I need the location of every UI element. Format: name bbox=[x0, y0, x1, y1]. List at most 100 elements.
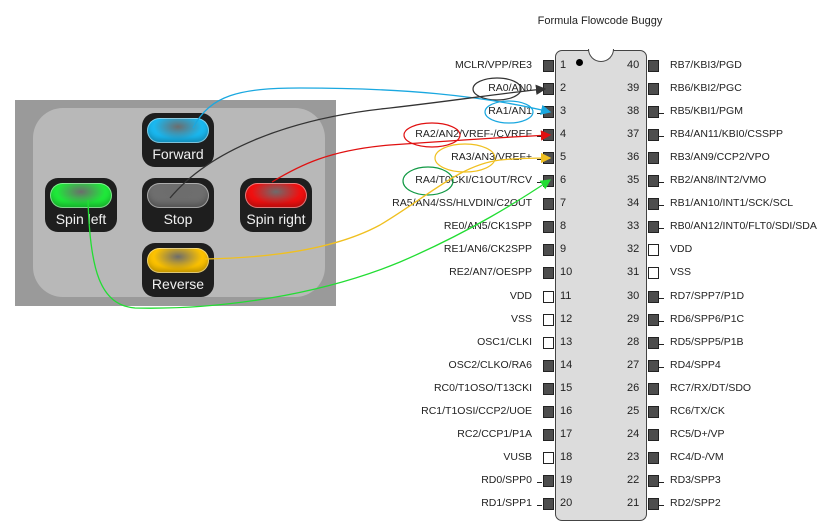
pin-21[interactable] bbox=[648, 497, 659, 510]
forward-led bbox=[147, 118, 209, 143]
pin-2[interactable] bbox=[543, 83, 554, 96]
pin-label: RB2/AN8/INT2/VMO bbox=[670, 174, 767, 187]
spin-left-button[interactable]: Spin left bbox=[45, 178, 117, 232]
pin-number: 19 bbox=[560, 473, 573, 486]
spin-left-label: Spin left bbox=[55, 211, 107, 227]
pin-label: RE0/AN5/CK1SPP bbox=[443, 220, 532, 233]
pin-29[interactable] bbox=[648, 313, 659, 326]
pin-13[interactable] bbox=[543, 336, 554, 349]
pin-stub bbox=[659, 182, 664, 184]
pin-stub bbox=[659, 297, 664, 299]
pin-4[interactable] bbox=[543, 129, 554, 142]
pin-number: 5 bbox=[560, 151, 567, 164]
spin-right-led bbox=[245, 183, 307, 208]
pin-34[interactable] bbox=[648, 198, 659, 211]
pin-stub bbox=[537, 159, 542, 161]
pin-label: RB7/KBI3/PGD bbox=[670, 59, 742, 71]
pin-1[interactable] bbox=[543, 60, 554, 72]
pin-32[interactable] bbox=[648, 244, 659, 257]
pin1-marker bbox=[576, 59, 583, 66]
pin-23[interactable] bbox=[648, 451, 659, 464]
pin-number: 6 bbox=[560, 174, 567, 187]
pin-label: OSC2/CLKO/RA6 bbox=[448, 358, 532, 371]
pin-number: 4 bbox=[560, 128, 567, 141]
pin-number: 14 bbox=[560, 358, 573, 371]
pin-14[interactable] bbox=[543, 359, 554, 372]
pin-24[interactable] bbox=[648, 428, 659, 441]
pin-number: 23 bbox=[627, 450, 640, 463]
spin-left-led bbox=[50, 183, 112, 208]
pin-18[interactable] bbox=[543, 451, 554, 464]
pin-39[interactable] bbox=[648, 83, 659, 96]
pin-label: RB5/KBI1/PGM bbox=[670, 105, 743, 118]
pin-label: RE1/AN6/CK2SPP bbox=[443, 243, 532, 256]
pin-30[interactable] bbox=[648, 290, 659, 303]
stop-label: Stop bbox=[163, 211, 193, 227]
pin-number: 9 bbox=[560, 243, 567, 256]
pin-label: VDD bbox=[670, 243, 693, 256]
forward-button[interactable]: Forward bbox=[142, 113, 214, 167]
pin-label: RB6/KBI2/PGC bbox=[670, 82, 742, 95]
pin-label: RC5/D+/VP bbox=[670, 427, 725, 440]
pin-stub bbox=[659, 481, 664, 483]
pin-label: RC7/RX/DT/SDO bbox=[670, 381, 752, 394]
pin-16[interactable] bbox=[543, 405, 554, 418]
pin-stub bbox=[537, 90, 542, 92]
pin-38[interactable] bbox=[648, 106, 659, 119]
pin-40[interactable] bbox=[648, 60, 659, 72]
pin-number: 33 bbox=[627, 220, 640, 233]
pin-label: OSC1/CLKI bbox=[477, 335, 532, 348]
pin-36[interactable] bbox=[648, 152, 659, 165]
pin-37[interactable] bbox=[648, 129, 659, 142]
pin-number: 17 bbox=[560, 427, 573, 440]
pin-number: 18 bbox=[560, 450, 573, 463]
pin-number: 25 bbox=[627, 404, 640, 417]
pin-28[interactable] bbox=[648, 336, 659, 349]
spin-right-label: Spin right bbox=[246, 211, 306, 227]
pin-number: 40 bbox=[627, 59, 640, 71]
pin-stub bbox=[659, 136, 664, 138]
pin-12[interactable] bbox=[543, 313, 554, 326]
pin-31[interactable] bbox=[648, 267, 659, 280]
stop-button[interactable]: Stop bbox=[142, 178, 214, 232]
pin-7[interactable] bbox=[543, 198, 554, 211]
pin-number: 39 bbox=[627, 82, 640, 95]
pin-stub bbox=[659, 320, 664, 322]
spin-right-button[interactable]: Spin right bbox=[240, 178, 312, 232]
pin-label: RA5/AN4/SS/HLVDIN/C2OUT bbox=[392, 197, 532, 210]
pin-15[interactable] bbox=[543, 382, 554, 395]
pin-label: RC2/CCP1/P1A bbox=[457, 427, 532, 440]
pin-number: 35 bbox=[627, 174, 640, 187]
pin-17[interactable] bbox=[543, 428, 554, 441]
pin-stub bbox=[659, 504, 664, 506]
pin-label: RB0/AN12/INT0/FLT0/SDI/SDA bbox=[670, 220, 817, 233]
pin-label: RD3/SPP3 bbox=[670, 473, 721, 486]
pin-10[interactable] bbox=[543, 267, 554, 280]
pin-number: 12 bbox=[560, 312, 573, 325]
pin-35[interactable] bbox=[648, 175, 659, 188]
pin-19[interactable] bbox=[543, 474, 554, 487]
pin-9[interactable] bbox=[543, 244, 554, 257]
pin-number: 15 bbox=[560, 381, 573, 394]
pin-3[interactable] bbox=[543, 106, 554, 119]
pin-number: 20 bbox=[560, 496, 573, 509]
pin-number: 38 bbox=[627, 105, 640, 118]
pin-number: 32 bbox=[627, 243, 640, 256]
pin-label: RA0/AN0 bbox=[488, 82, 532, 95]
pin-27[interactable] bbox=[648, 359, 659, 372]
pin-11[interactable] bbox=[543, 290, 554, 303]
pin-25[interactable] bbox=[648, 405, 659, 418]
pin-20[interactable] bbox=[543, 497, 554, 510]
pin-number: 30 bbox=[627, 289, 640, 302]
pic-chip bbox=[555, 49, 647, 521]
pin-22[interactable] bbox=[648, 474, 659, 487]
pin-26[interactable] bbox=[648, 382, 659, 395]
pin-number: 13 bbox=[560, 335, 573, 348]
pin-6[interactable] bbox=[543, 175, 554, 188]
chip-notch bbox=[588, 49, 614, 62]
reverse-button[interactable]: Reverse bbox=[142, 243, 214, 297]
pin-8[interactable] bbox=[543, 221, 554, 234]
pin-33[interactable] bbox=[648, 221, 659, 234]
pin-label: RE2/AN7/OESPP bbox=[449, 266, 532, 279]
pin-5[interactable] bbox=[543, 152, 554, 165]
